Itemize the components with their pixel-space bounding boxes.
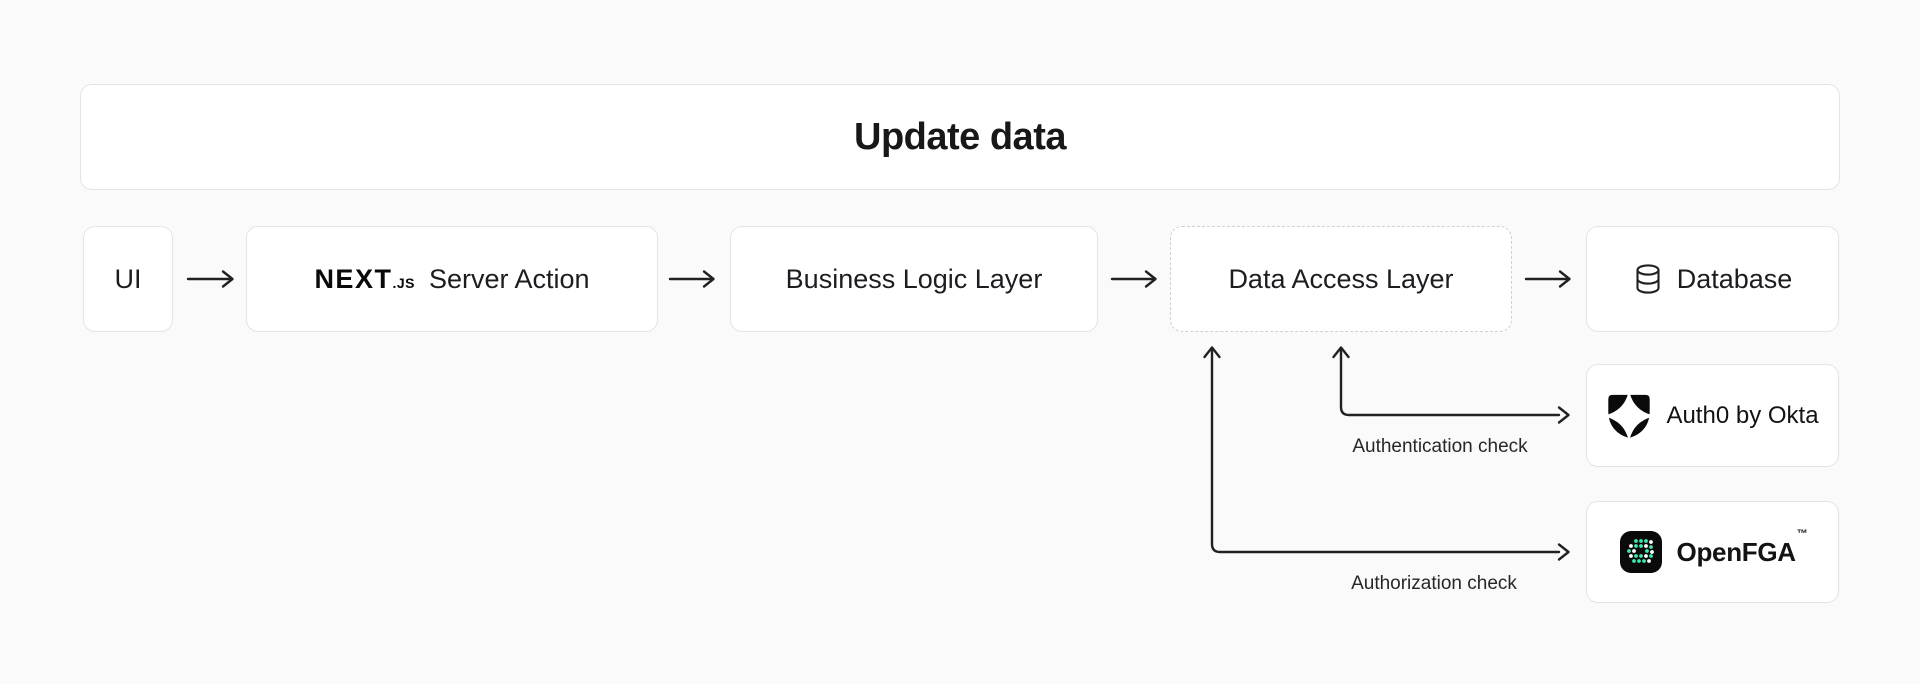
auth0-label: Auth0 by Okta (1666, 401, 1819, 429)
openfga-dots-icon (1619, 531, 1662, 573)
nextjs-logo: NEXT.JS (314, 264, 415, 295)
node-data-access-layer: Data Access Layer (1170, 226, 1512, 332)
node-server-action-label: Server Action (428, 263, 590, 294)
card-openfga: OpenFGA™ (1586, 501, 1839, 603)
openfga-trademark: ™ (1796, 527, 1808, 540)
node-ui-label: UI (114, 263, 142, 294)
title-card: Update data (80, 84, 1840, 190)
node-business-logic-label: Business Logic Layer (785, 263, 1043, 294)
openfga-wordmark: OpenFGA (1676, 536, 1797, 567)
arrow-business-logic-to-data-access (1110, 270, 1157, 288)
openfga-label: OpenFGA™ (1676, 528, 1808, 568)
arrow-data-access-to-database (1524, 270, 1571, 288)
arrow-ui-to-server-action (186, 270, 234, 288)
node-business-logic-layer: Business Logic Layer (730, 226, 1098, 332)
node-server-action: NEXT.JS Server Action (246, 226, 658, 332)
auth0-shield-icon (1606, 392, 1653, 439)
card-auth0: Auth0 by Okta (1586, 364, 1839, 467)
nextjs-logo-suffix: .JS (392, 274, 415, 291)
node-ui: UI (83, 226, 173, 332)
node-database-label: Database (1676, 263, 1793, 294)
node-data-access-label: Data Access Layer (1228, 263, 1454, 294)
authentication-check-label: Authentication check (1352, 436, 1528, 457)
node-database: Database (1586, 226, 1839, 332)
arrow-server-action-to-business-logic (668, 270, 715, 288)
arrow-authentication-check (1332, 346, 1570, 424)
database-cylinder-icon (1636, 264, 1660, 294)
authorization-check-label: Authorization check (1351, 573, 1517, 594)
diagram-title: Update data (854, 115, 1066, 158)
nextjs-logo-main: NEXT (314, 263, 393, 294)
